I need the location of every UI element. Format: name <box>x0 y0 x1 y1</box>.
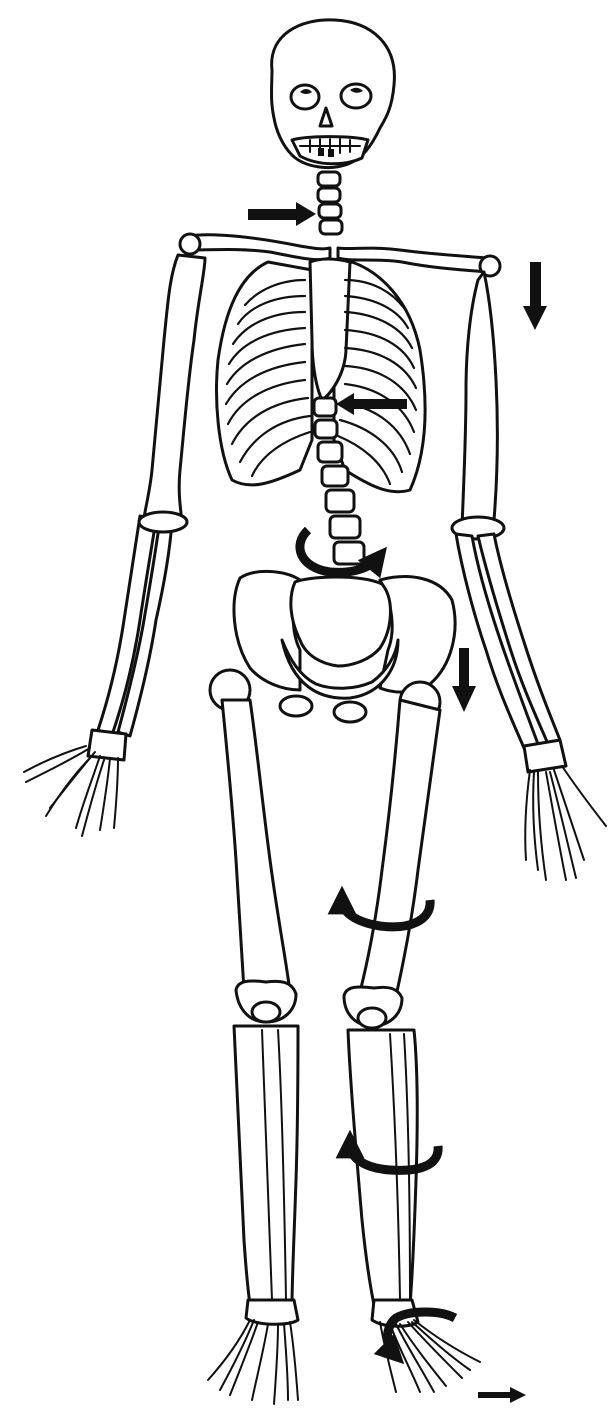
skull <box>272 20 395 168</box>
left-arm <box>452 272 606 880</box>
foot-arrow <box>478 1387 526 1403</box>
ankle-rotation-arrow <box>387 1312 455 1354</box>
cervical-spine <box>318 172 342 234</box>
left-hand <box>525 766 606 880</box>
left-hip-arrow <box>452 648 476 712</box>
right-arm <box>24 255 205 836</box>
neck-arrow <box>248 202 316 226</box>
left-foot <box>380 1320 480 1392</box>
right-leg <box>208 670 298 1404</box>
right-hand <box>24 746 118 836</box>
right-foot <box>208 1320 298 1404</box>
left-shoulder-arrow <box>523 262 547 330</box>
left-leg <box>344 682 480 1392</box>
